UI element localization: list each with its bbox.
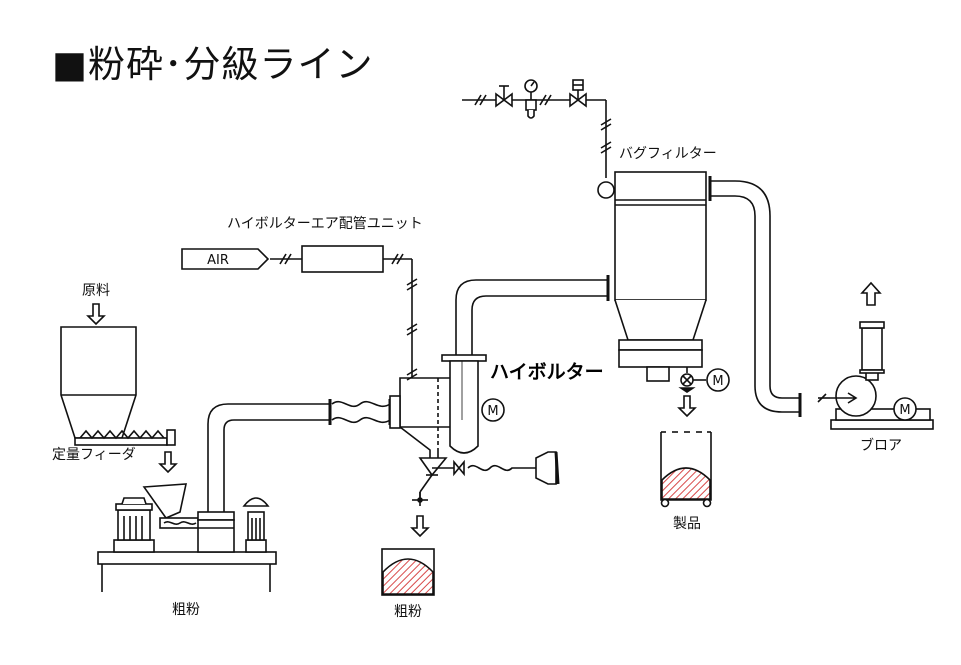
product-label: 製品 — [673, 516, 701, 532]
raw-material-label: 原料 — [82, 283, 110, 299]
hand-valve-icon — [495, 85, 513, 108]
motor-icon — [706, 368, 730, 392]
solenoid-valve-icon — [569, 79, 587, 108]
pipe-classifier-to-filter — [455, 275, 610, 355]
air-unit-label: ハイボルターエア配管ユニット — [227, 216, 423, 232]
discharge-valve-icon — [412, 492, 428, 506]
hybolter-classifier — [399, 354, 487, 500]
pipe-mill-to-classifier — [207, 395, 401, 512]
feeder-label: 定量フィーダ — [52, 447, 136, 463]
pipe-filter-to-blower — [708, 176, 802, 417]
motor-label: M — [712, 374, 723, 389]
pulse-valve-icon — [597, 181, 615, 199]
exhaust-arrow-icon — [860, 281, 882, 306]
page-title: ■粉砕･分級ライン — [52, 43, 374, 86]
down-arrow-icon — [410, 515, 430, 538]
down-arrow-icon — [158, 451, 178, 474]
coarse-powder-classifier-label: 粗粉 — [394, 604, 422, 620]
coarse-powder-mill-label: 粗粉 — [172, 602, 200, 618]
down-arrow-icon — [86, 303, 106, 326]
hybolter-label: ハイボルター — [490, 361, 604, 383]
bag-filter-label: バグフィルター — [619, 146, 717, 162]
down-arrow-icon — [677, 395, 697, 418]
blower-label: ブロア — [860, 438, 902, 454]
coarse-bin-classifier — [381, 548, 435, 596]
pulverizer-mill — [97, 483, 277, 592]
blower — [817, 321, 934, 430]
motor-label: M — [487, 404, 498, 419]
motor-icon — [893, 397, 917, 421]
product-bin — [660, 431, 712, 508]
raw-material-hopper — [60, 326, 176, 446]
air-label: AIR — [207, 253, 229, 268]
instrument-air-line — [462, 79, 612, 178]
rotary-valve — [678, 367, 706, 393]
air-unit — [181, 245, 418, 381]
bag-filter — [597, 171, 707, 382]
motor-label: M — [899, 403, 910, 418]
motor-icon — [481, 398, 505, 422]
pressure-gauge-icon — [524, 79, 538, 119]
fines-line — [432, 451, 560, 485]
